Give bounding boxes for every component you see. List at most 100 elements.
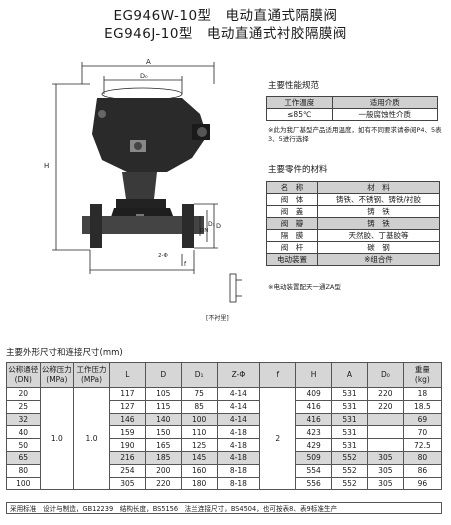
dims-cell: 72.5: [402, 438, 443, 452]
dims-cell: 32: [6, 412, 41, 427]
dims-cell: 220: [366, 387, 404, 401]
dims-cell: 110: [180, 425, 218, 440]
dims-cell: 4-14: [216, 399, 261, 414]
drawing-caption: [不衬里]: [206, 314, 229, 322]
dims-cell: 423: [295, 425, 333, 440]
dims-cell: 100: [6, 476, 41, 491]
bolt-hole-label: 2-Φ: [158, 253, 168, 259]
dims-cell: 305: [108, 476, 146, 491]
dims-cell: 4-18: [216, 450, 261, 465]
dims-header-cell: H: [295, 362, 333, 388]
dim-d0-label: D₀: [140, 72, 148, 80]
dims-cell: 4-14: [216, 387, 261, 401]
dims-cell: 140: [144, 412, 182, 427]
perf-header-medium: 适用介质: [331, 96, 439, 109]
mat-row: 阀 体铸铁、不锈钢、铸铁/衬胶: [266, 193, 440, 206]
dims-cell: 65: [6, 450, 41, 465]
dims-cell: 8-18: [216, 476, 261, 491]
mat-row: 电动装置※组合件: [266, 253, 440, 266]
product-title-w: EG946W-10型 电动直通式隔膜阀: [113, 8, 338, 24]
dims-cell: 4-18: [216, 438, 261, 452]
dims-cell: 531: [331, 387, 368, 401]
performance-table: 工作温度 适用介质 ≤85℃ 一般腐蚀性介质: [266, 96, 439, 121]
mat-header-material: 材 料: [317, 181, 440, 194]
dims-cell: 1.0: [73, 386, 110, 491]
dims-cell: 552: [331, 476, 368, 491]
dims-cell: 160: [180, 463, 218, 478]
dims-cell: 531: [331, 425, 368, 440]
dims-header-cell: f: [259, 362, 297, 388]
dims-cell: 127: [108, 399, 146, 414]
mat-row: 隔 膜天然胶、丁基胶等: [266, 229, 440, 242]
performance-note: ※此为我厂基型产品适用温度，如有不同要求请参阅P4、5表3、5进行选择: [268, 126, 442, 143]
dims-cell: 96: [402, 476, 443, 491]
valve-drawing: A D₀ H D D₁ DN 2-Φ f [不衬里]: [44, 58, 242, 322]
dims-cell: 190: [108, 438, 146, 452]
materials-table: 名 称 材 料 阀 体铸铁、不锈钢、铸铁/衬胶 阀 盖铸 铁 阀 瓣铸 铁 隔 …: [266, 181, 440, 266]
dim-dn-label: DN: [200, 228, 208, 234]
mat-row: 阀 盖铸 铁: [266, 205, 440, 218]
dims-cell: 20: [6, 387, 41, 401]
perf-temp: ≤85℃: [266, 108, 333, 121]
dims-cell: 531: [331, 399, 368, 414]
dims-header-cell: D₁: [180, 362, 218, 388]
dims-cell: 165: [144, 438, 182, 452]
dim-h-label: H: [44, 162, 49, 170]
dims-cell: 305: [366, 476, 404, 491]
dims-cell: 85: [180, 399, 218, 414]
dims-cell: 8-18: [216, 463, 261, 478]
dims-cell: 146: [108, 412, 146, 427]
dims-cell: 25: [6, 399, 41, 414]
mat-row: 阀 瓣铸 铁: [266, 217, 440, 230]
dims-cell: 117: [108, 387, 146, 401]
dims-cell: 2: [259, 386, 297, 491]
dims-cell: 220: [366, 399, 404, 414]
dims-cell: 216: [108, 450, 146, 465]
dims-cell: 69: [402, 412, 443, 427]
dims-cell: 554: [295, 463, 333, 478]
mat-row: 阀 杆碳 钢: [266, 241, 440, 254]
dims-cell: 86: [402, 463, 443, 478]
standards-footer: 采用标准 设计与制造，GB12239 结构长度，BS5156 法兰连接尺寸，BS…: [6, 502, 442, 514]
dims-header-cell: 公称压力(MPa): [39, 362, 75, 388]
dim-d-label: D: [216, 222, 221, 230]
dims-header-cell: D: [144, 362, 182, 388]
dims-cell: 115: [144, 399, 182, 414]
dims-cell: 305: [366, 463, 404, 478]
dims-cell: [366, 438, 404, 452]
dims-cell: 80: [6, 463, 41, 478]
dims-cell: [366, 412, 404, 427]
dims-cell: 70: [402, 425, 443, 440]
dims-header-cell: 重量(kg): [402, 362, 443, 388]
dims-cell: 552: [331, 463, 368, 478]
dim-f-label: f: [184, 261, 187, 268]
dim-a-label: A: [146, 58, 151, 66]
dims-cell: 531: [331, 438, 368, 452]
dims-cell: 159: [108, 425, 146, 440]
dims-cell: 220: [144, 476, 182, 491]
materials-note: ※电动装置配天一通ZA型: [268, 283, 341, 291]
dims-cell: 180: [180, 476, 218, 491]
perf-header-temp: 工作温度: [266, 96, 333, 109]
dims-cell: 80: [402, 450, 443, 465]
dims-cell: 1.0: [39, 386, 75, 491]
dims-cell: 429: [295, 438, 333, 452]
dims-cell: 305: [366, 450, 404, 465]
dims-header-cell: D₀: [366, 362, 404, 388]
dims-cell: 531: [331, 412, 368, 427]
dims-cell: 18.5: [402, 399, 443, 414]
perf-medium: 一般腐蚀性介质: [331, 108, 439, 121]
dims-cell: 125: [180, 438, 218, 452]
dims-cell: 416: [295, 412, 333, 427]
performance-heading: 主要性能规范: [268, 81, 320, 91]
dims-cell: 4-14: [216, 412, 261, 427]
dims-cell: 556: [295, 476, 333, 491]
dims-cell: 75: [180, 387, 218, 401]
product-title-j: EG946J-10型 电动直通式衬胶隔膜阀: [104, 26, 347, 42]
dims-header-cell: A: [331, 362, 368, 388]
